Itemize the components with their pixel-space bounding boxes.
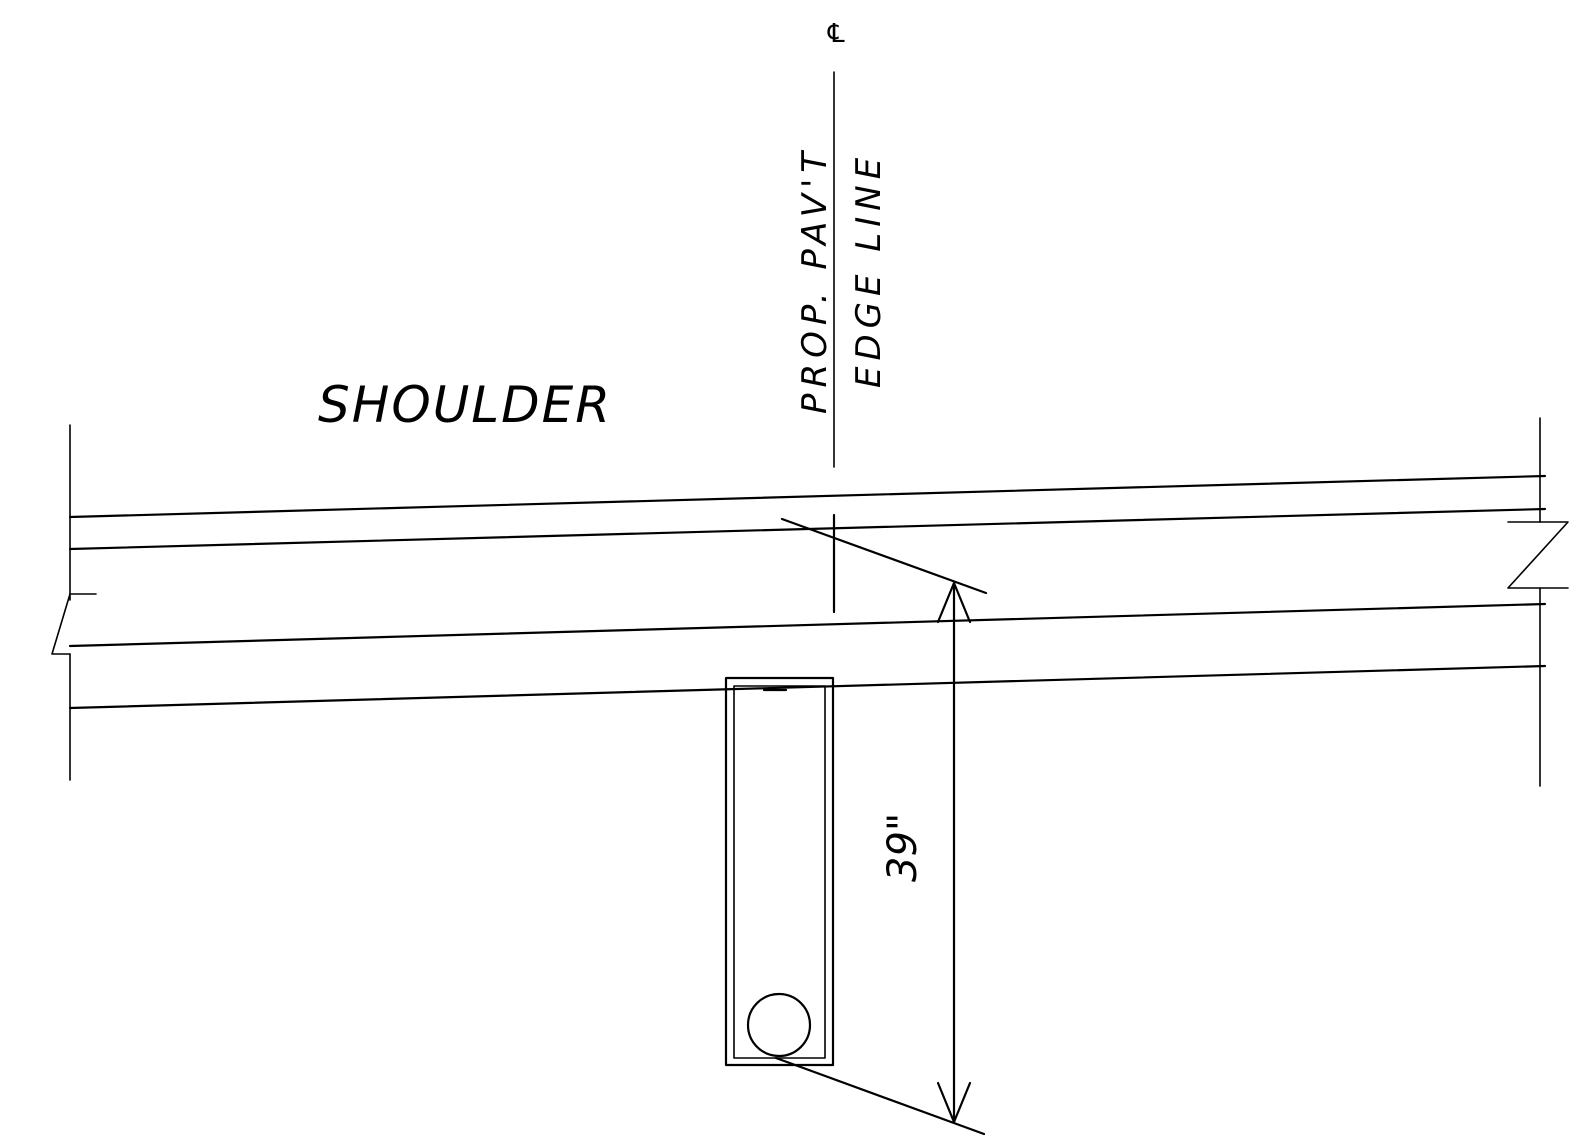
layer-line-1: [68, 474, 1547, 519]
left-break-line: [51, 424, 97, 781]
drain-pipe: [746, 992, 812, 1058]
dimension-39: [936, 581, 972, 1124]
dimension-arrow-bottom: [936, 1081, 972, 1124]
leader-line-top: [780, 517, 988, 595]
edge-line-label-top: PROP. PAV'T: [795, 146, 835, 414]
right-break-line: [1507, 417, 1569, 787]
shoulder-label: SHOULDER: [318, 376, 612, 434]
dimension-label: 39": [880, 813, 926, 882]
edge-line-label-bottom: EDGE LINE: [849, 152, 889, 388]
right-break-symbol: [1507, 521, 1569, 589]
pavement-layers: [68, 474, 1547, 710]
edge-drain: [724, 676, 835, 1067]
leader-line-bottom: [774, 1056, 986, 1136]
drain-trench-inner: [733, 685, 826, 1059]
left-break-symbol: [51, 593, 97, 655]
layer-line-4: [68, 664, 1547, 710]
baseline-symbol: ℄: [824, 19, 847, 49]
drain-trench-outer: [724, 676, 835, 1067]
layer-line-3: [68, 602, 1547, 648]
dimension-arrow-top: [936, 581, 972, 624]
